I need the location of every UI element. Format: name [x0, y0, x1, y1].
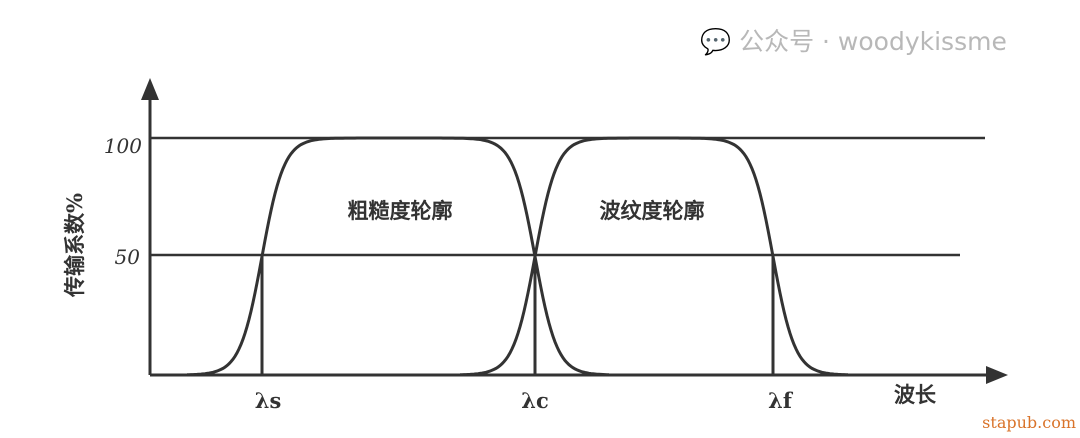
x-axis-label: 波长 [894, 382, 937, 407]
cutoff-label-s: λs [255, 388, 282, 413]
watermark-text: 公众号 · woodykissme [739, 27, 1007, 56]
source-label: stapub.com [982, 413, 1076, 432]
watermark: 💬 公众号 · woodykissme [700, 22, 1007, 58]
ytick-50: 50 [115, 245, 141, 269]
wechat-icon: 💬 [700, 27, 732, 56]
transmission-curve-roughness [187, 136, 609, 377]
y-axis-arrow [141, 78, 159, 100]
cutoff-label-f: λf [768, 388, 794, 413]
y-axis-label: 传输系数% [62, 193, 87, 298]
ytick-100: 100 [104, 134, 142, 158]
transmission-curve-waviness [460, 136, 848, 377]
cutoff-label-c: λc [521, 388, 549, 413]
series-label-roughness: 粗糙度轮廓 [348, 198, 453, 223]
x-axis-arrow [986, 366, 1008, 384]
series-label-waviness: 波纹度轮廓 [600, 198, 705, 223]
